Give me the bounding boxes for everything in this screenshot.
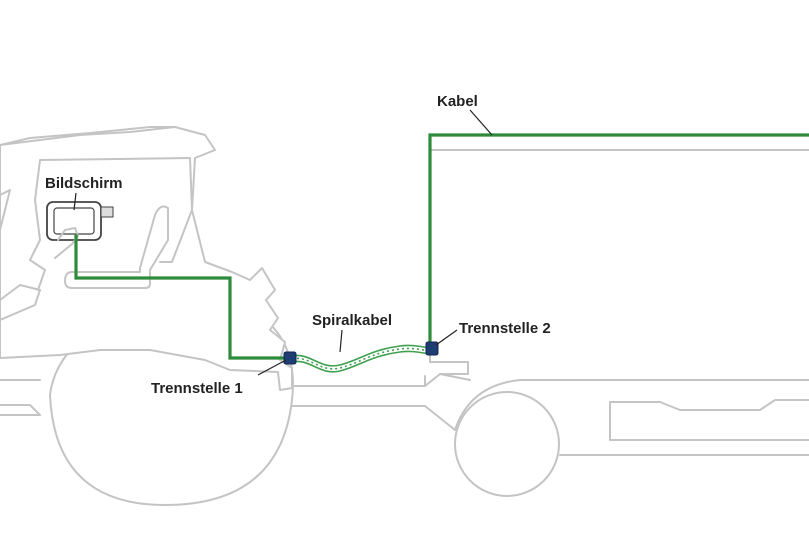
tractor (0, 126, 294, 506)
spiral-cable (291, 344, 433, 373)
trailer-drawbar (291, 375, 456, 431)
monitor-hand (54, 227, 79, 259)
label-cable: Kabel (437, 93, 478, 110)
screen-monitor (46, 201, 114, 259)
label-junction-2: Trennstelle 2 (459, 320, 551, 337)
leader-junction-1 (257, 359, 287, 376)
leader-screen (73, 192, 77, 211)
trailer-lower-frame (519, 379, 809, 456)
trailer-body-outline (429, 149, 809, 375)
tractor-mudguard (0, 379, 41, 416)
cable-trailer-section (428, 133, 809, 350)
label-junction-1: Trennstelle 1 (151, 380, 243, 397)
trailer-wheel (454, 391, 560, 497)
tractor-seat (64, 205, 169, 289)
leader-cable (469, 109, 493, 136)
label-screen: Bildschirm (45, 175, 123, 192)
tractor-roof-line (0, 126, 176, 146)
trailer-wheel-arch (424, 373, 521, 431)
trailer-side-skirt (609, 399, 809, 441)
tractor-front-edge (0, 189, 41, 321)
junction-2-connector (425, 341, 439, 356)
monitor-mount (100, 206, 114, 218)
leader-spiral (339, 329, 343, 353)
tractor-window (29, 157, 193, 291)
junction-1-connector (283, 351, 297, 365)
label-spiral-cable: Spiralkabel (312, 312, 392, 329)
leader-junction-2 (435, 329, 458, 346)
trailer (291, 149, 809, 497)
monitor-display (53, 207, 95, 235)
cable-cab-section (74, 234, 292, 360)
